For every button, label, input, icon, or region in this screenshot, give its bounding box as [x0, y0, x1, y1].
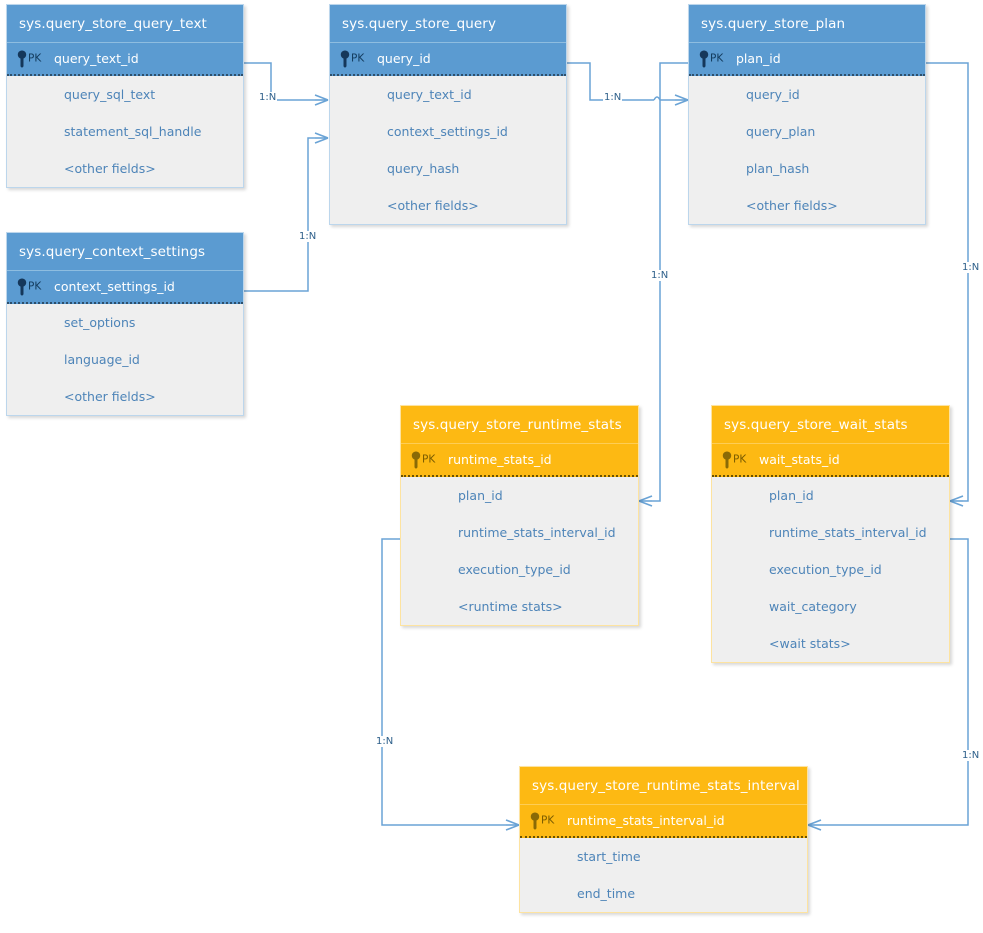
primary-key-column: plan_id	[736, 51, 781, 66]
entity-field-list: query_text_id context_settings_id query_ha…	[330, 76, 566, 224]
primary-key-abbrev: PK	[541, 814, 555, 827]
entity-field[interactable]: <other fields>	[64, 389, 156, 404]
connector-plan-to-runtime-stats	[638, 62, 688, 507]
entity-primary-key-row[interactable]: PK context_settings_id	[7, 271, 243, 304]
entity-field[interactable]: plan_hash	[746, 161, 810, 176]
entity-field[interactable]: runtime_stats_interval_id	[458, 525, 616, 540]
entity-primary-key-row[interactable]: PK wait_stats_id	[712, 444, 949, 477]
primary-key-abbrev: PK	[710, 52, 724, 65]
primary-key-icon: PK	[530, 812, 554, 829]
primary-key-column: query_text_id	[54, 51, 139, 66]
entity-field[interactable]: runtime_stats_interval_id	[769, 525, 927, 540]
cardinality-label-rel-interval-to-wait-stats: 1:N	[961, 750, 981, 761]
entity-field[interactable]: plan_id	[458, 488, 503, 503]
entity-field[interactable]: wait_category	[769, 599, 857, 614]
primary-key-icon: PK	[411, 451, 435, 468]
cardinality-label-rel-plan-to-wait-stats: 1:N	[961, 262, 981, 273]
primary-key-abbrev: PK	[28, 280, 42, 293]
entity-field[interactable]: start_time	[577, 849, 641, 864]
entity-primary-key-row[interactable]: PK runtime_stats_interval_id	[520, 805, 807, 838]
entity-field-list: start_time end_time	[520, 838, 807, 912]
primary-key-abbrev: PK	[351, 52, 365, 65]
entity-field[interactable]: plan_id	[769, 488, 814, 503]
entity-field[interactable]: end_time	[577, 886, 636, 901]
cardinality-label-rel-query-to-plan: 1:N	[603, 92, 623, 103]
connector-context-to-query	[244, 132, 329, 292]
entity-title: sys.query_store_query_text	[7, 5, 243, 43]
entity-field[interactable]: query_plan	[746, 124, 816, 139]
primary-key-column: runtime_stats_id	[448, 452, 552, 467]
entity-field[interactable]: <runtime stats>	[458, 599, 563, 614]
entity-field[interactable]: query_sql_text	[64, 87, 156, 102]
cardinality-label-rel-interval-to-runtime-stats: 1:N	[375, 736, 395, 747]
primary-key-abbrev: PK	[733, 453, 747, 466]
entity-field-list: set_options language_id <other fields>	[7, 304, 243, 415]
entity-field[interactable]: execution_type_id	[458, 562, 571, 577]
entity-field[interactable]: language_id	[64, 352, 140, 367]
entity-field[interactable]: <wait stats>	[769, 636, 851, 651]
entity-title: sys.query_store_plan	[689, 5, 925, 43]
entity-primary-key-row[interactable]: PK query_text_id	[7, 43, 243, 76]
entity-field-list: query_sql_text statement_sql_handle <other…	[7, 76, 243, 187]
cardinality-label-rel-context-to-query: 1:N	[298, 231, 318, 242]
entity-field-list: query_id query_plan plan_hash <other fields…	[689, 76, 925, 224]
primary-key-column: query_id	[377, 51, 431, 66]
entity-title: sys.query_store_query	[330, 5, 566, 43]
entity-field[interactable]: <other fields>	[387, 198, 479, 213]
entity-title: sys.query_store_runtime_stats_interval	[520, 767, 807, 805]
connector-query-to-plan	[567, 62, 689, 106]
entity-field[interactable]: context_settings_id	[387, 124, 508, 139]
cardinality-label-rel-query-text-to-query: 1:N	[258, 92, 278, 103]
entity-field-list: plan_id runtime_stats_interval_id executio…	[401, 477, 638, 625]
entity-field[interactable]: query_hash	[387, 161, 460, 176]
entity-field[interactable]: statement_sql_handle	[64, 124, 202, 139]
entity-field[interactable]: <other fields>	[746, 198, 838, 213]
entity-field[interactable]: execution_type_id	[769, 562, 882, 577]
entity-field[interactable]: set_options	[64, 315, 136, 330]
primary-key-column: runtime_stats_interval_id	[567, 813, 725, 828]
entity-field[interactable]: query_id	[746, 87, 800, 102]
entity-primary-key-row[interactable]: PK runtime_stats_id	[401, 444, 638, 477]
primary-key-abbrev: PK	[422, 453, 436, 466]
primary-key-icon: PK	[340, 50, 364, 67]
entity-field-list: plan_id runtime_stats_interval_id executio…	[712, 477, 949, 662]
entity-title: sys.query_context_settings	[7, 233, 243, 271]
primary-key-icon: PK	[699, 50, 723, 67]
primary-key-column: context_settings_id	[54, 279, 175, 294]
cardinality-label-rel-plan-to-runtime-stats: 1:N	[650, 270, 670, 281]
primary-key-icon: PK	[17, 278, 41, 295]
entity-title: sys.query_store_runtime_stats	[401, 406, 638, 444]
entity-primary-key-row[interactable]: PK query_id	[330, 43, 566, 76]
entity-field[interactable]: <other fields>	[64, 161, 156, 176]
primary-key-abbrev: PK	[28, 52, 42, 65]
primary-key-icon: PK	[722, 451, 746, 468]
entity-primary-key-row[interactable]: PK plan_id	[689, 43, 925, 76]
entity-field[interactable]: query_text_id	[387, 87, 472, 102]
primary-key-column: wait_stats_id	[759, 452, 840, 467]
connector-query-text-to-query	[244, 62, 329, 106]
entity-title: sys.query_store_wait_stats	[712, 406, 949, 444]
primary-key-icon: PK	[17, 50, 41, 67]
